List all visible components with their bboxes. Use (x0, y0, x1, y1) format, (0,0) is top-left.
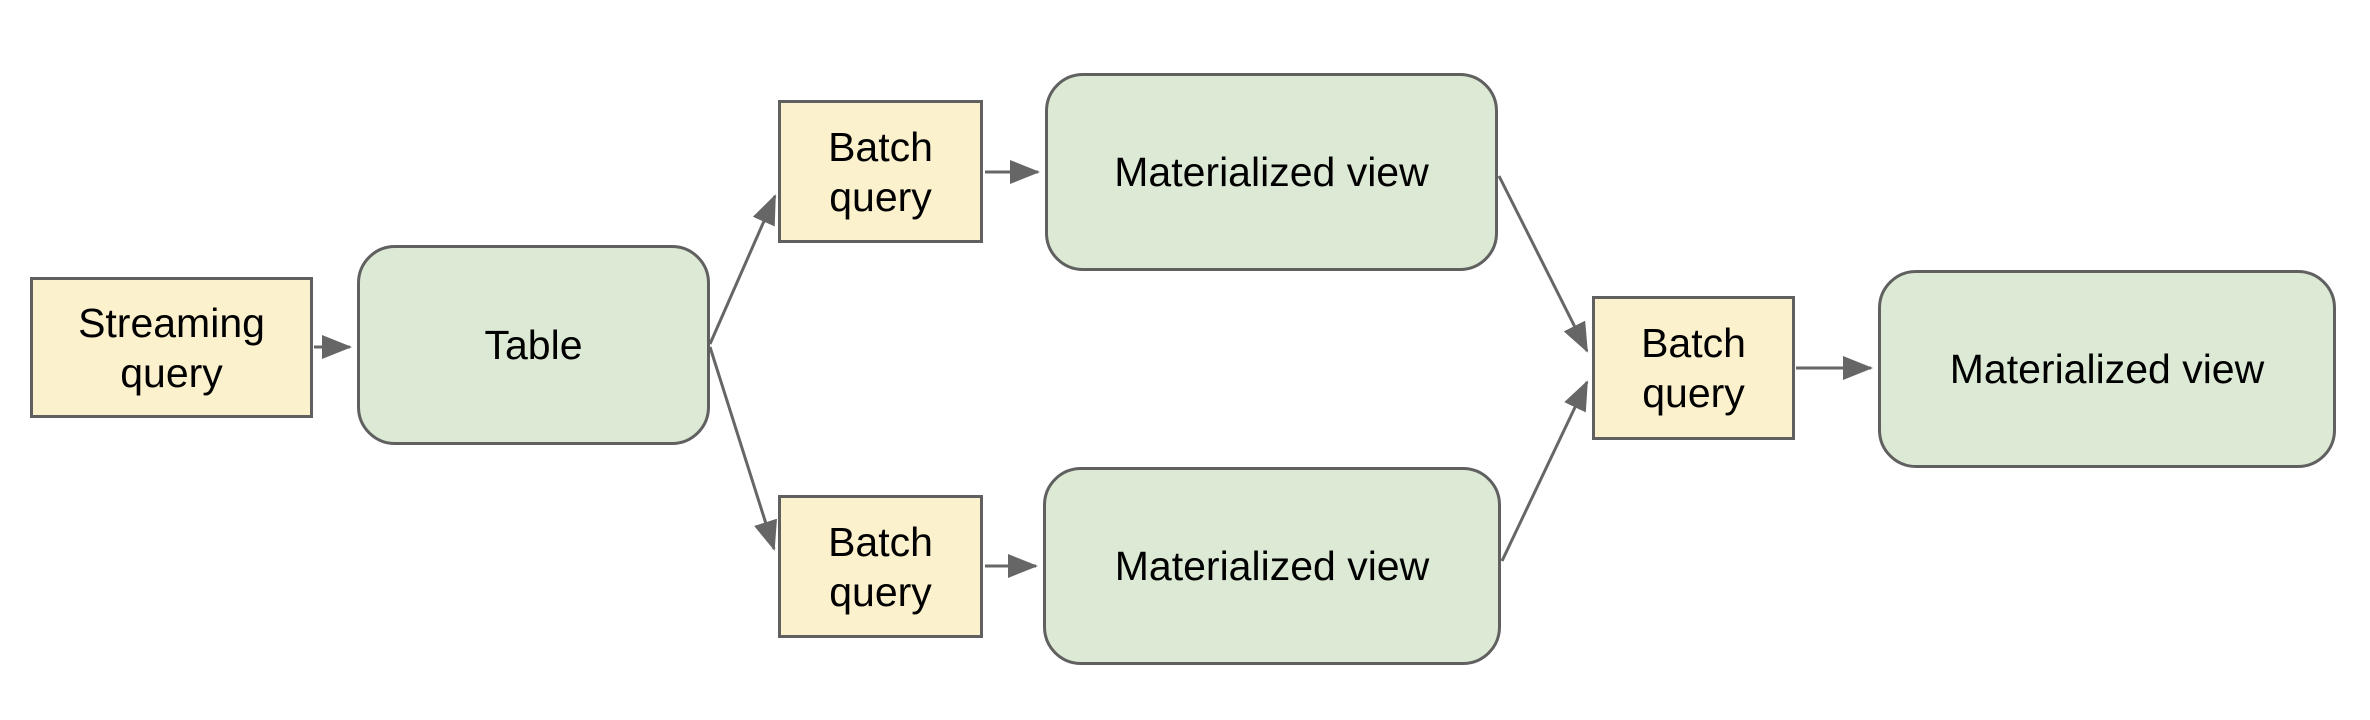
node-materialized-view-final-label: Materialized view (1949, 346, 2265, 392)
node-batch-query-right: Batch query (1592, 296, 1795, 440)
node-materialized-view-top: Materialized view (1045, 73, 1498, 271)
arrow-mv-bottom-to-batch-right (1500, 380, 1589, 562)
node-table-label: Table (484, 322, 583, 368)
node-batch-query-top: Batch query (778, 100, 983, 243)
node-materialized-view-bottom-label: Materialized view (1114, 543, 1430, 589)
node-batch-query-top-label: Batch query (828, 123, 933, 220)
node-streaming-query: Streaming query (30, 277, 313, 418)
node-table: Table (357, 245, 710, 445)
arrow-table-to-batch-bottom (708, 346, 777, 551)
node-materialized-view-bottom: Materialized view (1043, 467, 1501, 665)
node-materialized-view-final: Materialized view (1878, 270, 2336, 468)
node-batch-query-bottom-label: Batch query (828, 518, 933, 615)
node-batch-query-bottom: Batch query (778, 495, 983, 638)
arrow-mv-top-to-batch-right (1497, 175, 1589, 353)
node-streaming-query-label: Streaming query (78, 299, 265, 396)
arrow-table-to-batch-top (708, 194, 777, 345)
node-batch-query-right-label: Batch query (1641, 320, 1746, 416)
node-materialized-view-top-label: Materialized view (1114, 149, 1429, 195)
